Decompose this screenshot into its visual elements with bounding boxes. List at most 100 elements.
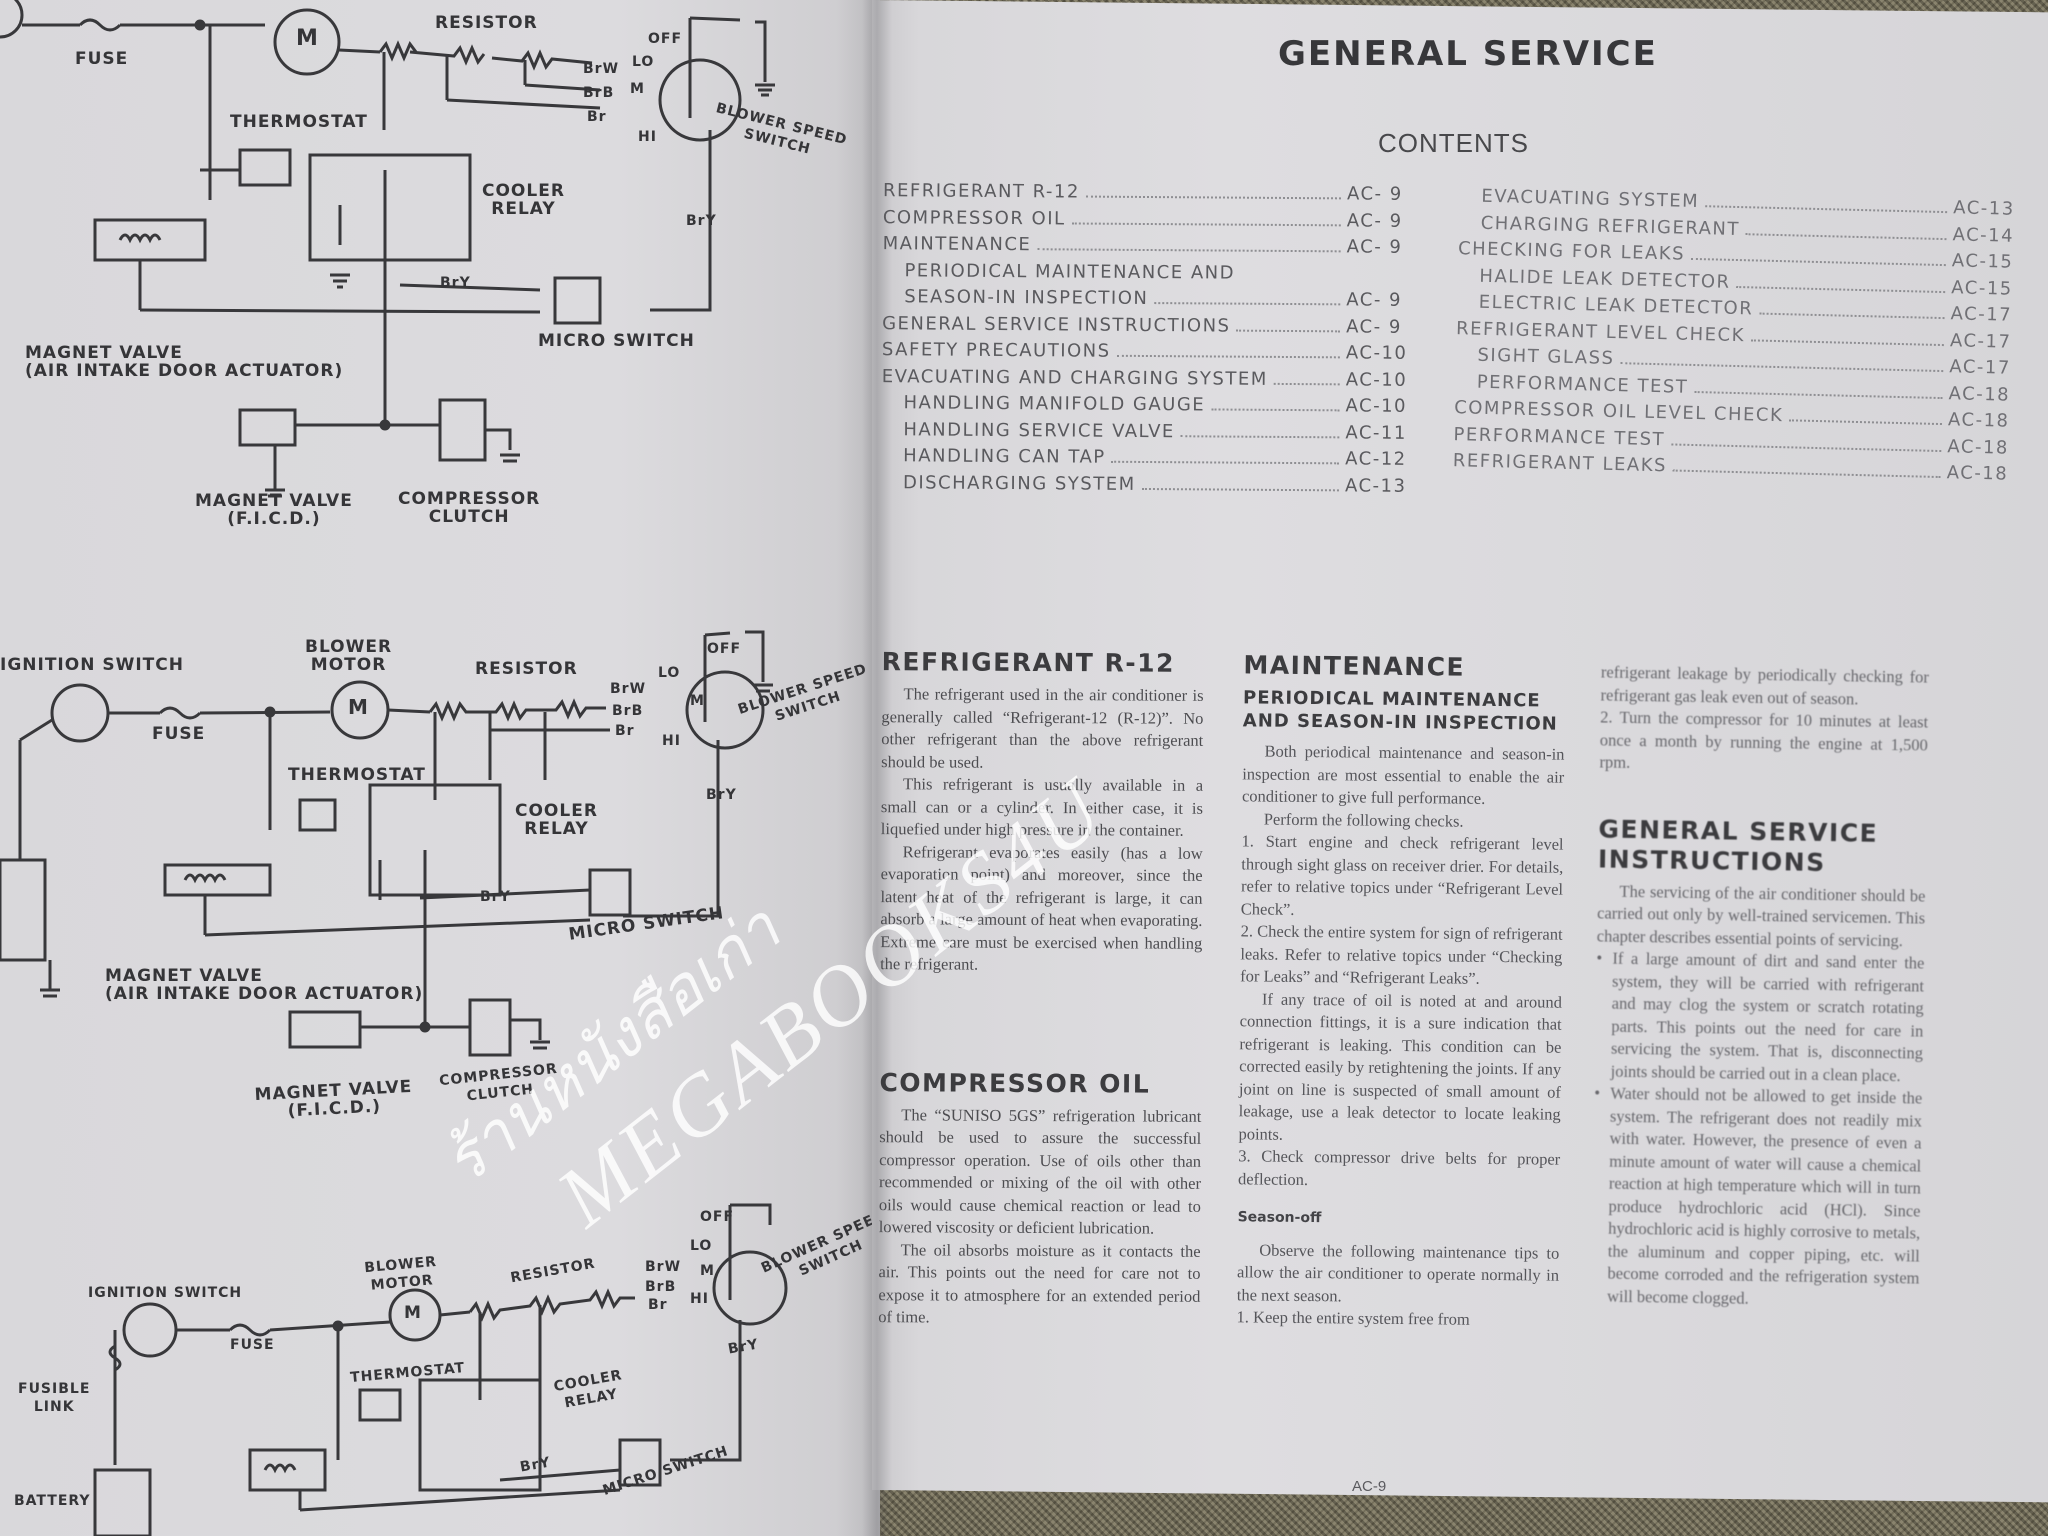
micro-switch-icon <box>553 276 602 325</box>
label-brb: BrB <box>645 1279 677 1295</box>
label-off: OFF <box>707 641 742 657</box>
heading-season-off: Season-off <box>1237 1209 1322 1227</box>
label-lo: LO <box>658 665 681 681</box>
left-page-wiring-diagrams: FUSE M RESISTOR THERMOSTAT COOLER RELAY … <box>0 0 889 1536</box>
blower-motor-icon <box>273 8 341 76</box>
bullet-item: If a large amount of dirt and sand enter… <box>1594 947 1925 1087</box>
label-brw: BrW <box>610 681 647 697</box>
paragraph: The oil absorbs moisture as it contacts … <box>878 1239 1201 1327</box>
battery-icon <box>93 1468 152 1536</box>
label-motor: M <box>296 26 319 51</box>
diagram-top <box>0 0 775 498</box>
blower-speed-switch-icon <box>712 1250 788 1326</box>
blower-speed-switch-icon <box>685 670 765 750</box>
label-hi: HI <box>690 1291 709 1307</box>
paragraph: 1. Start engine and check refrigerant le… <box>1240 831 1564 919</box>
label-brb: BrB <box>612 703 644 719</box>
label-brw: BrW <box>645 1259 682 1275</box>
paragraph: 3. Check compressor drive belts for prop… <box>1237 1146 1561 1189</box>
blower-speed-switch-icon <box>658 58 742 142</box>
label-br: Br <box>648 1297 668 1313</box>
label-resistor: RESISTOR <box>475 659 578 679</box>
label-cooler-relay: COOLER RELAY <box>515 801 598 839</box>
paragraph: If any trace of oil is noted at and arou… <box>1238 989 1562 1144</box>
label-bry: BrY <box>686 213 717 229</box>
ignition-switch-icon <box>122 1302 178 1358</box>
page-title: GENERAL SERVICE <box>1278 34 1658 74</box>
ignition-switch-icon <box>50 683 110 743</box>
label-fuse: FUSE <box>152 724 206 744</box>
label-ignition-switch: IGNITION SWITCH <box>0 655 184 675</box>
micro-switch-icon <box>588 868 632 917</box>
label-m: M <box>690 693 705 709</box>
text-column-2: MAINTENANCE PERIODICAL MAINTENANCE AND S… <box>1236 650 1565 1332</box>
label-m: M <box>700 1263 715 1279</box>
paragraph: Both periodical maintenance and season-i… <box>1241 741 1565 808</box>
label-magnet-valve-air-intake: MAGNET VALVE (AIR INTAKE DOOR ACTUATOR) <box>25 343 344 381</box>
label-bry: BrY <box>706 787 737 803</box>
label-hi: HI <box>662 733 681 749</box>
text-column-3: refrigerant leakage by periodically chec… <box>1591 661 1929 1312</box>
label-br: Br <box>615 723 635 739</box>
heading-compressor-oil: COMPRESSOR OIL <box>879 1067 1151 1099</box>
book-gutter <box>862 0 892 1536</box>
micro-switch-icon <box>618 1438 662 1487</box>
label-off: OFF <box>700 1209 735 1225</box>
battery-icon <box>0 858 47 962</box>
label-fuse: FUSE <box>230 1337 275 1353</box>
label-m: M <box>630 81 645 97</box>
bullet-item: Water should not be allowed to get insid… <box>1591 1082 1922 1312</box>
label-lo: LO <box>632 54 655 70</box>
heading-periodical-maintenance: PERIODICAL MAINTENANCE AND SEASON-IN INS… <box>1242 687 1558 735</box>
paragraph: Perform the following checks. <box>1263 809 1464 831</box>
label-brb: BrB <box>583 85 615 101</box>
paragraph: The servicing of the air conditioner sho… <box>1596 881 1926 950</box>
label-off: OFF <box>648 31 683 47</box>
label-blower-motor: BLOWER MOTOR <box>363 1253 438 1294</box>
label-thermostat: THERMOSTAT <box>288 765 426 785</box>
label-micro-switch: MICRO SWITCH <box>538 331 695 351</box>
label-thermostat: THERMOSTAT <box>230 112 368 132</box>
label-magnet-valve-air-intake: MAGNET VALVE (AIR INTAKE DOOR ACTUATOR) <box>105 966 424 1004</box>
label-compressor-clutch: COMPRESSOR CLUTCH <box>398 489 541 527</box>
paragraph: 2. Turn the compressor for 10 minutes at… <box>1599 707 1929 772</box>
paragraph: Observe the following maintenance tips t… <box>1236 1240 1560 1305</box>
page-number: AC-9 <box>1352 1478 1387 1495</box>
wiring-diagram-lines <box>0 0 788 1536</box>
heading-maintenance: MAINTENANCE <box>1243 650 1466 682</box>
toc-entry[interactable]: PERIODICAL MAINTENANCE AND <box>904 259 1236 284</box>
label-battery: BATTERY <box>14 1493 91 1509</box>
heading-general-service-instructions: GENERAL SERVICE INSTRUCTIONS <box>1597 813 1879 877</box>
label-br: Br <box>587 109 607 125</box>
label-fusible-link: FUSIBLE LINK <box>18 1381 91 1415</box>
label-fuse: FUSE <box>75 49 129 69</box>
diagram-bottom <box>93 1203 788 1536</box>
label-hi: HI <box>638 129 657 145</box>
label-magnet-valve-ficd: MAGNET VALVE (F.I.C.D.) <box>195 491 353 529</box>
heading-refrigerant-r12: REFRIGERANT R-12 <box>881 647 1176 678</box>
paragraph: The “SUNISO 5GS” refrigeration lubricant… <box>878 1104 1202 1238</box>
label-blower-motor: BLOWER MOTOR <box>305 637 393 675</box>
contents-heading: CONTENTS <box>1378 128 1529 158</box>
label-cooler-relay: COOLER RELAY <box>482 181 565 219</box>
paragraph: 1. Keep the entire system free from <box>1236 1307 1470 1329</box>
label-bry-2: BrY <box>440 275 471 291</box>
label-brw: BrW <box>583 61 620 77</box>
label-motor: M <box>348 695 369 719</box>
label-motor: M <box>404 1303 422 1323</box>
paragraph: 2. Check the entire system for sign of r… <box>1240 921 1563 988</box>
label-lo: LO <box>690 1238 713 1254</box>
